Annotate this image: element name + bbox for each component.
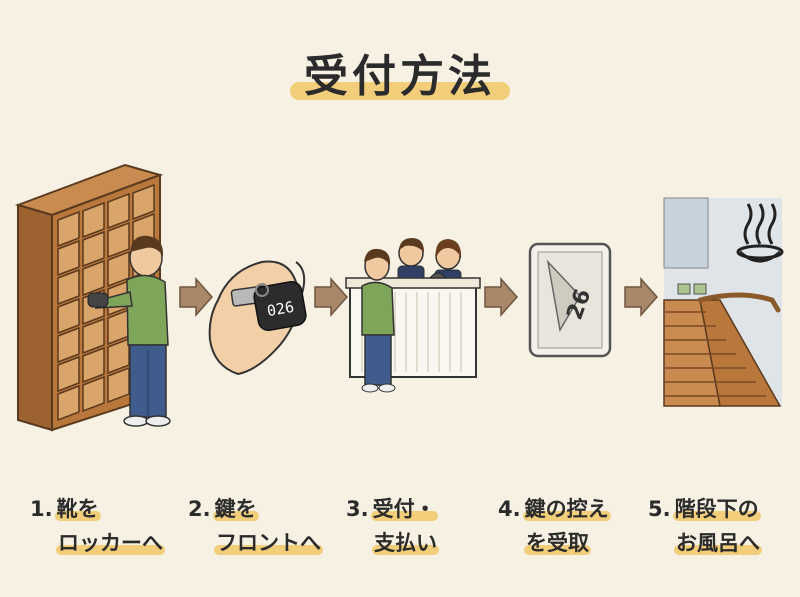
locker-door [107,337,130,375]
arrow-right-icon [314,277,349,317]
locker-door [57,239,80,277]
locker-door [57,297,80,335]
locker-door [107,221,130,259]
locker-door [82,259,105,297]
arrow-right-icon [624,277,659,317]
locker-door [57,326,80,364]
locker-door [82,317,105,355]
hand-with-key-illustration: 026 [208,260,307,376]
arrow-right-icon [179,277,214,317]
title-highlight [290,82,510,100]
locker-door [57,268,80,306]
locker-door [57,384,80,422]
locker-door [82,346,105,384]
locker-door [107,250,130,288]
locker-door [82,375,105,413]
person-at-locker [87,235,171,427]
step-2-label: 2.鍵を フロントへ [188,492,338,560]
page-title: 受付方法 [304,51,496,102]
locker-door [132,183,155,221]
stairs-to-bath-illustration [663,197,784,407]
step-1-label: 1.靴を ロッカーへ [30,492,180,560]
locker-door [57,210,80,248]
locker-door [82,230,105,268]
step-3-label: 3.受付・ 支払い [346,492,496,560]
locker-door [107,192,130,230]
step-4-label: 4.鍵の控え を受取 [498,492,648,560]
steam-line [755,203,765,245]
locker-door [107,366,130,404]
reception-illustration [345,238,481,393]
locker-door [82,201,105,239]
key-tag-number: 026 [266,298,296,320]
step-5-label: 5.階段下の お風呂へ [648,492,798,560]
steam-line [743,203,753,245]
steam-line [767,203,777,245]
arrow-right-icon [484,277,519,317]
key-stub-illustration: 26 [528,242,612,358]
locker-door [57,355,80,393]
